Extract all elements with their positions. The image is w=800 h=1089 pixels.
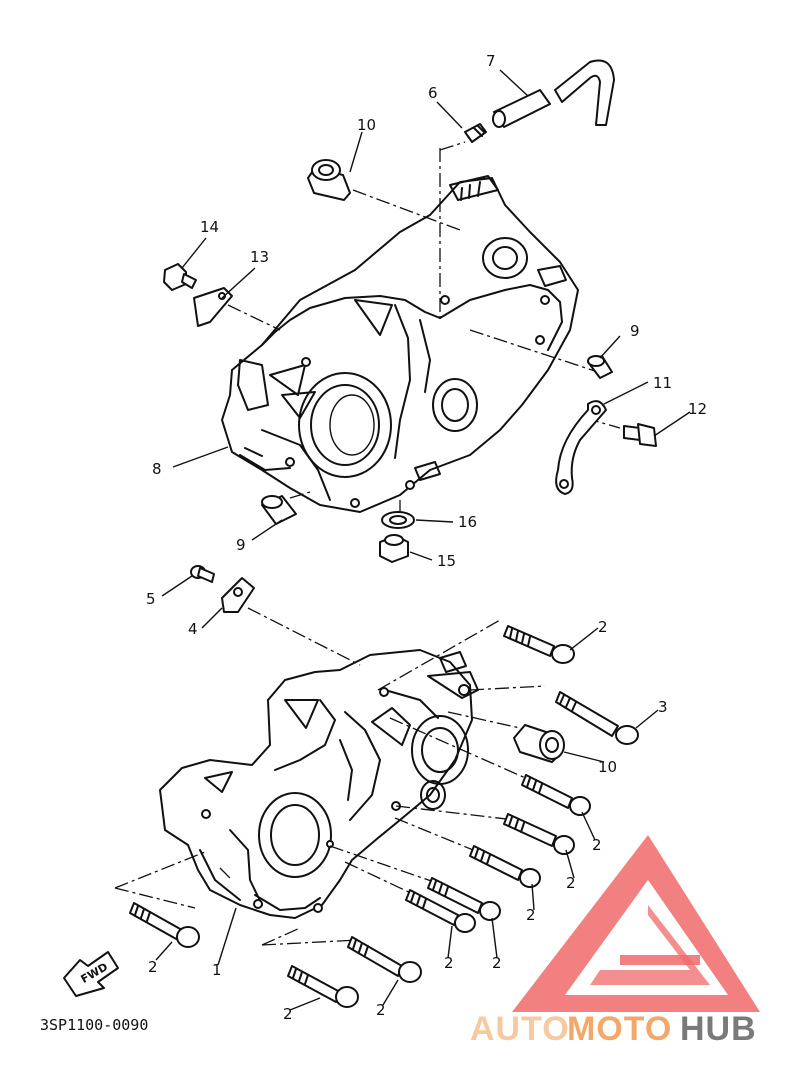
- bolt-2-a: [521, 774, 591, 816]
- bolt-2-f: [347, 936, 422, 983]
- watermark-text-hub: HUB: [680, 1010, 757, 1048]
- lower-leader-lines: [114, 607, 546, 946]
- callout-6: 6: [428, 84, 438, 102]
- gasket-16: [381, 511, 415, 529]
- bolt-12: [623, 423, 657, 447]
- callout-14: 14: [200, 218, 219, 236]
- bolt-2-left: [129, 902, 200, 948]
- callout-16: 16: [458, 513, 477, 531]
- bolt-2-c: [469, 845, 541, 888]
- callout-2-c: 2: [526, 906, 536, 924]
- bushing-upper: [307, 159, 351, 201]
- breather-hose: [492, 59, 615, 128]
- bolt-2-b: [503, 813, 575, 855]
- callout-2-left: 2: [148, 958, 158, 976]
- dowel-pin-left: [261, 495, 297, 525]
- callout-numbers: 10 6 7 14 13 9 11 12 8 9 16 15 5 4 2 3 1…: [146, 52, 707, 1023]
- callout-7: 7: [486, 52, 496, 70]
- stay-bracket-11: [555, 400, 607, 495]
- callout-12: 12: [688, 400, 707, 418]
- bolt-2-e: [405, 889, 476, 933]
- callout-10-upper: 10: [357, 116, 376, 134]
- bolt-2-g: [287, 965, 359, 1008]
- screw-5: [190, 565, 215, 583]
- callout-2-f: 2: [376, 1001, 386, 1019]
- callout-8: 8: [152, 460, 162, 478]
- callout-11: 11: [653, 374, 672, 392]
- callout-2-b: 2: [566, 874, 576, 892]
- bolt-14: [163, 263, 197, 291]
- watermark-text-moto: MOTO: [567, 1010, 672, 1048]
- nipple-fitting: [464, 123, 487, 143]
- watermark-logo: AUTO MOTO HUB: [470, 835, 760, 1048]
- callout-4: 4: [188, 620, 198, 638]
- bushing-lower: [513, 724, 565, 763]
- callout-3: 3: [658, 698, 668, 716]
- bolt-2-top: [503, 625, 575, 664]
- callout-5: 5: [146, 590, 156, 608]
- bolt-3: [555, 691, 639, 745]
- callout-13: 13: [250, 248, 269, 266]
- watermark-text-auto: AUTO: [470, 1010, 570, 1048]
- callout-leaders: [155, 69, 691, 1011]
- drain-plug-15: [379, 534, 409, 563]
- callout-2-a: 2: [592, 836, 602, 854]
- fwd-arrow: FWD: [63, 951, 119, 997]
- callout-10-lower: 10: [598, 758, 617, 776]
- crankcase-left-half: [221, 175, 579, 513]
- callout-9-left: 9: [236, 536, 246, 554]
- plate-4: [221, 577, 255, 613]
- dowel-pin-right: [587, 355, 613, 379]
- crankcase-right-half: [159, 649, 479, 919]
- callout-9-right: 9: [630, 322, 640, 340]
- callout-1: 1: [212, 961, 222, 979]
- callout-2-top: 2: [598, 618, 608, 636]
- callout-2-d: 2: [492, 954, 502, 972]
- callout-2-g: 2: [283, 1005, 293, 1023]
- callout-2-e: 2: [444, 954, 454, 972]
- callout-15: 15: [437, 552, 456, 570]
- diagram-code: 3SP1100-0090: [40, 1016, 148, 1034]
- bolt-2-d: [427, 877, 501, 921]
